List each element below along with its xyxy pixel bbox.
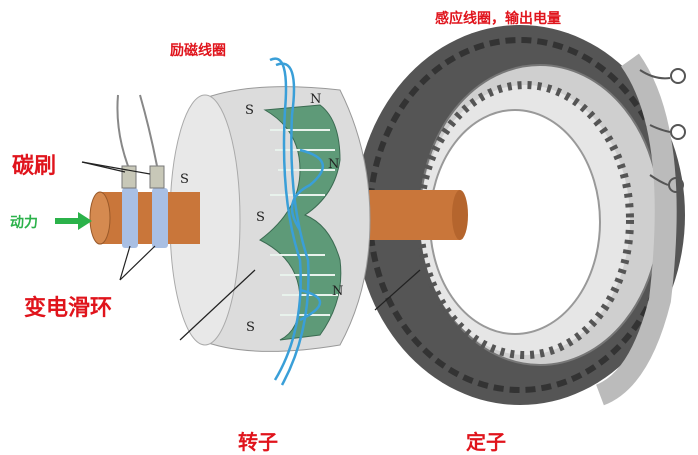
rotor	[169, 57, 371, 386]
carbon-brush-label: 碳刷	[12, 154, 57, 179]
stator	[355, 25, 686, 406]
slip-ring-label: 变电滑环	[24, 296, 113, 321]
carbon-brush	[149, 165, 165, 189]
output-terminals	[639, 68, 686, 193]
excitation-coil-label: 励磁线圈	[170, 43, 226, 59]
magnetic-field-lines	[269, 57, 325, 386]
pole-label: S	[180, 172, 189, 187]
pole-label: N	[328, 157, 340, 172]
shaft	[360, 190, 460, 240]
power-label: 动力	[10, 215, 38, 231]
pole-label: S	[256, 210, 265, 225]
rotor-label: 转子	[238, 430, 278, 454]
slip-ring	[152, 188, 168, 248]
pole-label: S	[245, 103, 254, 118]
stator-label: 定子	[466, 430, 506, 454]
pole-label: N	[310, 92, 322, 107]
induction-coil-label: 感应线圈，输出电量	[435, 11, 561, 27]
pole-label: N	[332, 284, 344, 299]
pole-label: S	[246, 320, 255, 335]
power-arrow-icon	[55, 212, 92, 230]
slip-ring-shaft	[89, 94, 200, 248]
slip-ring	[122, 188, 138, 248]
